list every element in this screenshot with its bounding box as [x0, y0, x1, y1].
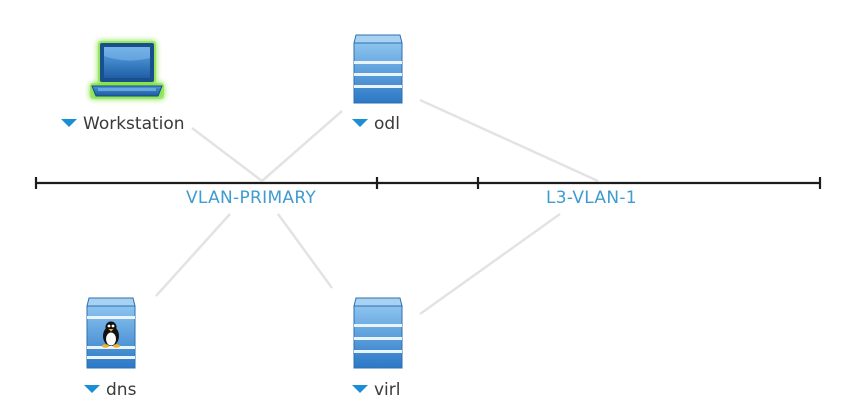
link-dns-vlan-primary[interactable] — [155, 213, 231, 297]
node-name: dns — [106, 380, 137, 400]
node-dns[interactable] — [84, 296, 138, 370]
link-virl-l3-vlan[interactable] — [419, 212, 561, 316]
link-odl-vlan-primary[interactable] — [261, 110, 343, 182]
chevron-down-icon[interactable] — [84, 385, 100, 393]
chevron-down-icon[interactable] — [61, 119, 77, 127]
node-label-workstation[interactable]: Workstation — [61, 114, 185, 134]
node-label-odl[interactable]: odl — [352, 114, 400, 134]
node-virl[interactable] — [352, 296, 404, 370]
linux-server-icon — [86, 297, 136, 369]
node-name: Workstation — [83, 114, 185, 134]
node-label-virl[interactable]: virl — [352, 380, 401, 400]
node-name: odl — [374, 114, 400, 134]
tux-icon — [102, 321, 120, 348]
link-virl-vlan-primary[interactable] — [276, 213, 334, 289]
chevron-down-icon[interactable] — [352, 119, 368, 127]
node-odl[interactable] — [352, 33, 404, 105]
segment-label-l3-vlan[interactable]: L3-VLAN-1 — [546, 188, 637, 208]
link-lines — [155, 98, 599, 316]
segment-label-vlan-primary[interactable]: VLAN-PRIMARY — [186, 188, 317, 208]
node-workstation[interactable] — [84, 36, 170, 106]
node-name: virl — [374, 380, 401, 400]
link-odl-l3-vlan[interactable] — [419, 98, 599, 183]
chevron-down-icon[interactable] — [352, 385, 368, 393]
server-icon — [353, 297, 403, 369]
network-bus — [34, 177, 822, 189]
link-workstation-vlan-primary[interactable] — [191, 127, 263, 182]
laptop-icon — [90, 41, 164, 99]
node-label-dns[interactable]: dns — [84, 380, 136, 400]
server-icon — [353, 34, 403, 104]
